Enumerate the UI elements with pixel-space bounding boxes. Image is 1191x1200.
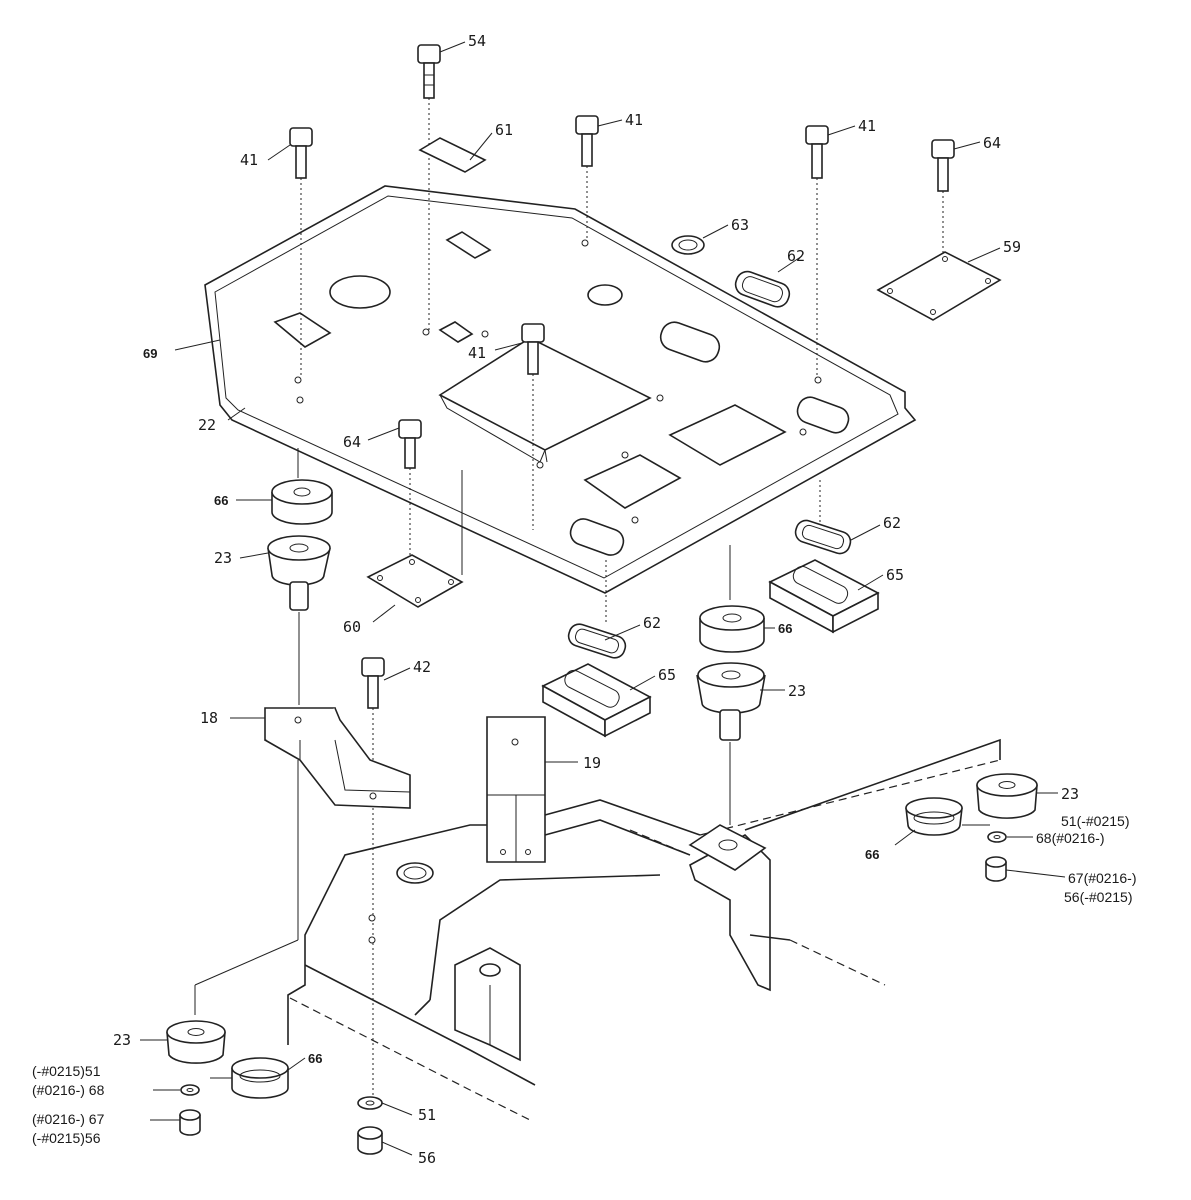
label-41-left: 41 — [240, 151, 258, 169]
label-51-right: 51(-#0215) — [1061, 813, 1130, 829]
floor-plate — [204, 185, 917, 594]
frame — [287, 738, 1001, 1121]
label-23-right-upper: 23 — [788, 682, 806, 700]
label-59: 59 — [1003, 238, 1021, 256]
label-23-left-upper: 23 — [214, 549, 232, 567]
cover-plate-60 — [366, 470, 464, 608]
label-66-left-lower: 66 — [308, 1051, 322, 1066]
bolt-41-center — [575, 115, 599, 238]
bolt-64-lower — [398, 419, 422, 560]
label-62-center: 62 — [643, 614, 661, 632]
label-64-lower: 64 — [343, 433, 361, 451]
label-56-left: (-#0215)56 — [32, 1130, 101, 1146]
label-68-left: (#0216-) 68 — [32, 1082, 105, 1098]
bracket-19 — [486, 716, 546, 863]
seal-62-top — [734, 270, 791, 308]
seal-62-center — [567, 560, 627, 659]
part-labels: 54 61 41 41 41 64 63 62 59 69 41 22 64 6… — [32, 32, 1137, 1167]
label-42: 42 — [413, 658, 431, 676]
label-67-left: (#0216-) 67 — [32, 1111, 105, 1127]
label-64-right: 64 — [983, 134, 1001, 152]
seal-62-right — [794, 519, 852, 555]
bolt-41-right — [805, 125, 829, 375]
label-56-center: 56 — [418, 1149, 436, 1167]
label-66-left-upper: 66 — [214, 493, 228, 508]
label-65-right: 65 — [886, 566, 904, 584]
label-62-right: 62 — [883, 514, 901, 532]
label-66-right-upper: 66 — [778, 621, 792, 636]
label-54-top: 54 — [468, 32, 486, 50]
label-19: 19 — [583, 754, 601, 772]
label-69: 69 — [143, 346, 157, 361]
label-62-top: 62 — [787, 247, 805, 265]
label-41-middle: 41 — [468, 344, 486, 362]
plate-61 — [418, 137, 487, 173]
label-22: 22 — [198, 416, 216, 434]
label-18: 18 — [200, 709, 218, 727]
spacer-65-right — [768, 480, 880, 634]
label-41-right: 41 — [858, 117, 876, 135]
label-41-center: 41 — [625, 111, 643, 129]
label-61: 61 — [495, 121, 513, 139]
label-23-right-lower: 23 — [1061, 785, 1079, 803]
label-23-left-lower: 23 — [113, 1031, 131, 1049]
label-51-center: 51 — [418, 1106, 436, 1124]
mount-right-lower — [905, 773, 1038, 882]
bracket-18 — [194, 707, 411, 1015]
label-68-right: 68(#0216-) — [1036, 830, 1105, 846]
label-65-center: 65 — [658, 666, 676, 684]
leader-lines — [140, 41, 1066, 1156]
label-66-right-lower: 66 — [865, 847, 879, 862]
spacer-65-center — [541, 663, 652, 738]
mount-left-lower — [166, 1020, 289, 1136]
cover-plate-59 — [876, 251, 1002, 321]
mount-right-upper — [696, 545, 766, 825]
bolt-41-middle — [521, 323, 545, 530]
label-51-left: (-#0215)51 — [32, 1063, 101, 1079]
bolt-54-top — [417, 44, 441, 330]
label-67-right: 67(#0216-) — [1068, 870, 1137, 886]
label-56-right: 56(-#0215) — [1064, 889, 1133, 905]
ring-63 — [671, 235, 705, 255]
mount-left-upper — [267, 448, 333, 705]
label-63: 63 — [731, 216, 749, 234]
bolt-41-left — [289, 127, 313, 375]
label-60: 60 — [343, 618, 361, 636]
bolt-42 — [361, 657, 385, 1095]
